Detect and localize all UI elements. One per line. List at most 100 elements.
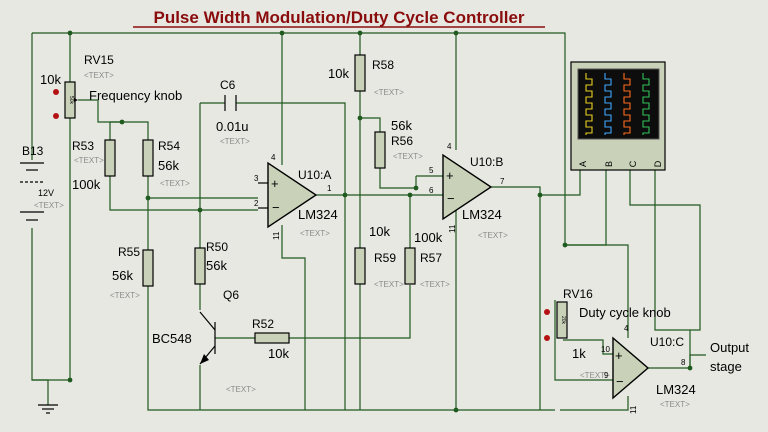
resistor-r53: R53 <TEXT> 100k <box>72 139 116 192</box>
u10c-pin-inv: 9 <box>604 371 609 380</box>
r57-ref: R57 <box>420 251 442 265</box>
rv16-decrease-button[interactable] <box>544 335 550 341</box>
u10c-pin-vcc: 4 <box>624 324 629 333</box>
b13-text: <TEXT> <box>34 201 64 210</box>
wiring <box>31 32 706 411</box>
duty-cycle-knob-label: Duty cycle knob <box>579 305 671 320</box>
u10a-text: <TEXT> <box>300 229 330 238</box>
transistor-q6: Q6 BC548 <TEXT> <box>152 288 256 394</box>
u10a-ref: U10:A <box>298 168 331 182</box>
rv16-ref: RV16 <box>563 287 593 301</box>
u10c-text: <TEXT> <box>660 400 690 409</box>
r54-text: <TEXT> <box>160 179 190 188</box>
rv15-text: <TEXT> <box>84 71 114 80</box>
battery-b13: B13 12V <TEXT> <box>20 144 64 228</box>
u10b-text: <TEXT> <box>478 231 508 240</box>
r55-ref: R55 <box>118 245 140 259</box>
scope-channel-b: B <box>604 161 614 167</box>
u10c-ref: U10:C <box>650 335 684 349</box>
r50-value: 56k <box>206 258 227 273</box>
resistor-r56: 56k R56 <TEXT> <box>374 118 423 169</box>
svg-text:−: − <box>272 200 280 215</box>
svg-text:+: + <box>271 176 279 191</box>
u10c-pin-gnd: 11 <box>629 405 638 414</box>
frequency-knob-label: Frequency knob <box>89 88 182 103</box>
u10c-pin-noninv: 10 <box>601 345 610 354</box>
oscilloscope[interactable]: A B C D <box>570 61 666 171</box>
r52-ref: R52 <box>252 317 274 331</box>
u10c-input-text: <TEXT> <box>580 371 610 380</box>
scope-trace-3 <box>623 73 631 135</box>
r56-value: 56k <box>391 118 412 133</box>
u10a-pin-noninv: 3 <box>254 174 259 183</box>
u10c-pin-out: 8 <box>681 358 686 367</box>
junction-dots <box>67 30 693 413</box>
r59-value: 10k <box>369 224 390 239</box>
diagram-title: Pulse Width Modulation/Duty Cycle Contro… <box>153 8 524 27</box>
u10a-pin-gnd: 11 <box>272 231 281 240</box>
r57-text: <TEXT> <box>420 280 450 289</box>
svg-text:−: − <box>616 374 624 389</box>
rv16-increase-button[interactable] <box>544 309 550 315</box>
potentiometer-rv15: 50k RV15 <TEXT> 10k Frequency knob <box>40 53 182 119</box>
resistor-r54: R54 56k <TEXT> <box>142 139 190 188</box>
r50-ref: R50 <box>206 240 228 254</box>
q6-value: BC548 <box>152 331 192 346</box>
r58-value: 10k <box>328 66 349 81</box>
rv15-increase-button[interactable] <box>53 89 59 95</box>
r55-value: 56k <box>112 268 133 283</box>
ground-symbol <box>38 404 58 414</box>
rv15-decrease-button[interactable] <box>53 113 59 119</box>
rv15-body-value: 50k <box>68 96 74 105</box>
u10b-pin-vcc: 4 <box>447 142 452 151</box>
r53-ref: R53 <box>72 139 94 153</box>
resistor-r52: R52 10k <box>252 317 290 361</box>
u10b-pin-noninv: 5 <box>429 166 434 175</box>
r58-ref: R58 <box>372 58 394 72</box>
c6-ref: C6 <box>220 78 236 92</box>
r52-value: 10k <box>268 346 289 361</box>
scope-channel-c: C <box>628 160 638 167</box>
capacitor-c6: C6 0.01u <TEXT> <box>216 78 250 146</box>
r59-ref: R59 <box>374 251 396 265</box>
u10c-value: LM324 <box>656 382 696 397</box>
svg-text:−: − <box>447 191 455 206</box>
r57-value: 100k <box>414 230 443 245</box>
scope-channel-a: A <box>578 161 588 167</box>
resistor-r58: R58 10k <TEXT> <box>328 54 404 97</box>
u10b-value: LM324 <box>462 207 502 222</box>
r59-text: <TEXT> <box>374 280 404 289</box>
r56-text: <TEXT> <box>393 152 423 161</box>
scope-channel-d: D <box>653 160 663 167</box>
u10a-pin-inv: 2 <box>254 199 259 208</box>
potentiometer-rv16: 20k RV16 1k Duty cycle knob <box>544 287 671 361</box>
u10a-value: LM324 <box>298 207 338 222</box>
resistor-r57: 100k R57 <TEXT> <box>404 230 450 289</box>
r54-value: 56k <box>158 158 179 173</box>
rv15-value: 10k <box>40 72 61 87</box>
opamp-u10b: + − 5 6 7 4 11 U10:B LM324 <TEXT> <box>429 142 508 240</box>
u10b-pin-gnd: 11 <box>448 224 457 233</box>
scope-trace-4 <box>642 73 650 135</box>
q6-text: <TEXT> <box>226 385 256 394</box>
b13-ref: B13 <box>22 144 44 158</box>
u10b-ref: U10:B <box>470 155 503 169</box>
scope-trace-1 <box>585 73 593 135</box>
output-label-line1: Output <box>710 340 749 355</box>
b13-value: 12V <box>38 188 54 198</box>
u10a-pin-vcc: 4 <box>271 153 276 162</box>
r53-value: 100k <box>72 177 101 192</box>
svg-text:+: + <box>615 348 623 363</box>
r54-ref: R54 <box>158 139 180 153</box>
svg-text:+: + <box>446 168 454 183</box>
scope-trace-2 <box>604 73 612 135</box>
opamp-u10a: + − 3 2 1 4 11 U10:A LM324 <TEXT> <box>254 153 338 240</box>
rv15-ref: RV15 <box>84 53 114 67</box>
u10b-pin-inv: 6 <box>429 186 434 195</box>
rv16-body-value: 20k <box>560 316 566 325</box>
c6-text: <TEXT> <box>220 137 250 146</box>
u10b-pin-out: 7 <box>500 177 505 186</box>
resistor-r59: 10k R59 <TEXT> <box>354 224 404 289</box>
